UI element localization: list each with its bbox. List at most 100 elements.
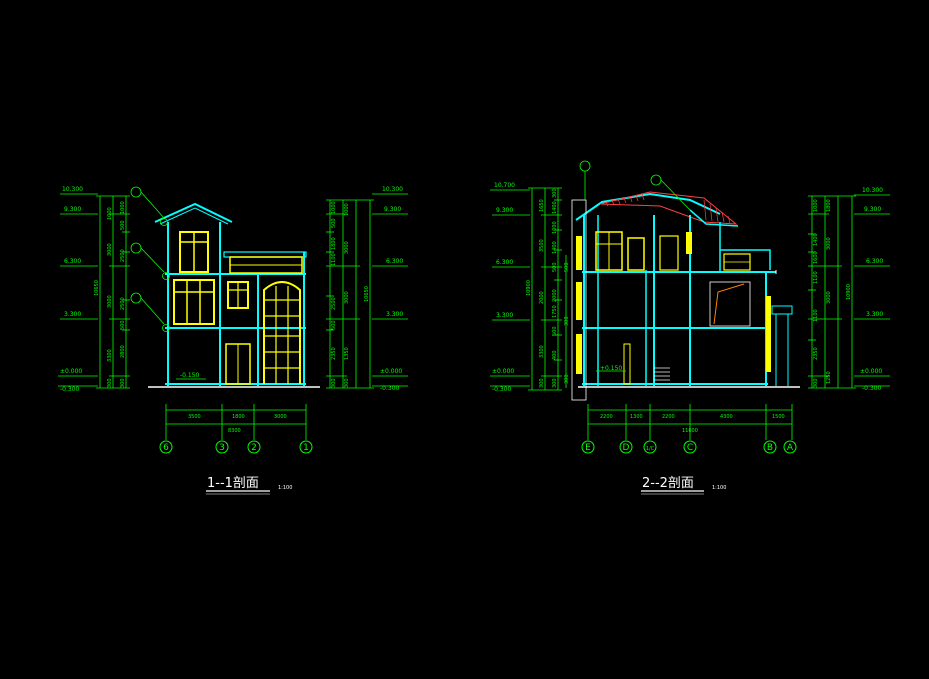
dim-text: 1250	[826, 371, 832, 384]
section-1-right-elevations: 10.300 9.300 6.300 3.300 ±0.000 -0.300	[372, 186, 408, 392]
dim-text: 4300	[720, 414, 733, 420]
dim-text: 1500	[772, 414, 785, 420]
section-2-scale: 1:100	[712, 485, 726, 491]
axis-label: B	[767, 443, 773, 453]
dim-text: 500	[120, 220, 126, 230]
floor-level-label: +0.150	[600, 365, 622, 372]
dim-text: 500	[331, 320, 337, 330]
dim-text: 2500	[120, 297, 126, 310]
dim-total: 8300	[228, 428, 241, 434]
dim-text: 2800	[120, 345, 126, 358]
axis-label: 3	[219, 443, 225, 453]
section-2-right-elevations: 10.300 9.300 6.300 3.300 ±0.000 -0.300	[854, 187, 890, 392]
elev-label: ±0.000	[492, 368, 514, 375]
elev-label: -0.300	[862, 385, 882, 392]
section-1-left-elevations: 10.300 9.300 6.300 3.300 ±0.000 -0.300	[58, 186, 98, 393]
elev-label: -0.300	[60, 386, 80, 393]
dim-text: 1400	[813, 233, 819, 246]
axis-label: 1/C	[646, 446, 655, 452]
dim-text: 3000	[826, 291, 832, 304]
dim-text: 1000	[813, 199, 819, 212]
dim-text: 1600	[813, 251, 819, 264]
dim-text: 300	[813, 378, 819, 388]
section-1-axis-bubbles: 6 3 2 1	[159, 440, 313, 454]
dim-text: 300	[331, 378, 337, 388]
axis-label: 1	[303, 443, 309, 453]
dim-text: 2350	[331, 347, 337, 360]
elev-label: 6.300	[496, 259, 513, 266]
elev-label: 3.300	[64, 311, 81, 318]
section-2-building	[571, 191, 800, 401]
elev-label: -0.300	[492, 386, 512, 393]
dim-text: 2350	[813, 347, 819, 360]
floor-level-label: -0.150	[180, 372, 200, 379]
dim-text: 3300	[539, 345, 545, 358]
section-2-bottom-dim-texts: 2200 1300 2200 4300 1500 11600	[600, 414, 785, 434]
dim-total: 10650	[364, 286, 370, 302]
section-1-bottom-dimensions	[165, 404, 307, 440]
elev-label: 10.300	[62, 186, 83, 193]
section-2-stairs	[654, 367, 670, 381]
dim-text: 300	[552, 378, 558, 388]
dim-text: 3000	[826, 237, 832, 250]
dim-text: 500	[564, 262, 570, 272]
axis-label: 6	[163, 443, 169, 453]
dim-text: 1100	[331, 253, 337, 266]
section-1-right-dim-texts: 1000 1000 500 1800 1100 3000 2500 500 30…	[331, 201, 370, 388]
section-1-bottom-dim-texts: 3500 1800 3000 8300	[188, 414, 287, 434]
section-2-drawing: 10.700 9.300 6.300 3.300 ±0.000 -0.300	[490, 160, 890, 495]
dim-text: 2000	[552, 289, 558, 302]
elev-label: ±0.000	[380, 368, 402, 375]
axis-label: D	[623, 443, 630, 453]
elev-label: 9.300	[64, 206, 81, 213]
dim-text: 3000	[344, 241, 350, 254]
dim-text: 300	[344, 378, 350, 388]
dim-text: 1400	[552, 241, 558, 254]
section-2-inner-dims: 500 300 300	[564, 255, 570, 388]
dim-text: 500	[331, 218, 337, 228]
dim-text: 3300	[107, 349, 113, 362]
dim-text: 3500	[188, 414, 201, 420]
dim-text: 300	[107, 378, 113, 388]
section-1-title: 1--1剖面	[207, 476, 259, 491]
section-2-roof-tiles	[605, 193, 731, 224]
elev-label: 6.300	[386, 258, 403, 265]
axis-label: A	[787, 443, 794, 453]
dim-text: 1750	[552, 305, 558, 318]
dim-text: 400	[552, 350, 558, 360]
dim-text: 1000	[107, 207, 113, 220]
elev-label: 6.300	[64, 258, 81, 265]
dim-text: 2200	[600, 414, 613, 420]
dim-text: 1100	[813, 309, 819, 322]
elev-label: 6.300	[866, 258, 883, 265]
section-1-detail-callouts	[130, 186, 170, 332]
section-2-title-block: 2--2剖面 1:100	[641, 476, 726, 495]
elev-label: 9.300	[864, 206, 881, 213]
dim-text: 300	[120, 378, 126, 388]
dim-text: 500	[552, 326, 558, 336]
section-1-title-block: 1--1剖面 1:100	[206, 476, 292, 495]
elev-label: 3.300	[866, 311, 883, 318]
section-1-drawing: 10.300 9.300 6.300 3.300 ±0.000 -0.300	[58, 186, 408, 495]
dim-text: 1100	[813, 271, 819, 284]
section-1-left-dim-texts: 10650 1000 1000 500 3000 2500 3000 2500 …	[94, 201, 126, 388]
elev-label: 3.300	[386, 311, 403, 318]
axis-label: 2	[251, 443, 257, 453]
section-1-left-dimension-chains	[96, 195, 130, 389]
dim-text: 3000	[107, 243, 113, 256]
dim-text: 1800	[232, 414, 245, 420]
elev-label: 10.300	[862, 187, 883, 194]
dim-text: 1400	[552, 201, 558, 214]
dim-total: 10650	[94, 280, 100, 296]
dim-text: 1000	[344, 203, 350, 216]
section-2-right-dim-texts: 1000 1800 1400 3000 1600 1100 3000 1100 …	[813, 199, 852, 388]
dim-text: 2500	[331, 297, 337, 310]
dim-text: 300	[564, 374, 570, 384]
elev-label: 9.300	[496, 207, 513, 214]
dim-text: 2500	[120, 249, 126, 262]
section-2-left-elevations: 10.700 9.300 6.300 3.300 ±0.000 -0.300	[490, 182, 530, 393]
section-2-left-dim-texts: 10900 300 1400 1000 1650 3500 1400 500 2…	[526, 188, 558, 388]
dim-text: 2200	[662, 414, 675, 420]
dim-text: 300	[564, 316, 570, 326]
